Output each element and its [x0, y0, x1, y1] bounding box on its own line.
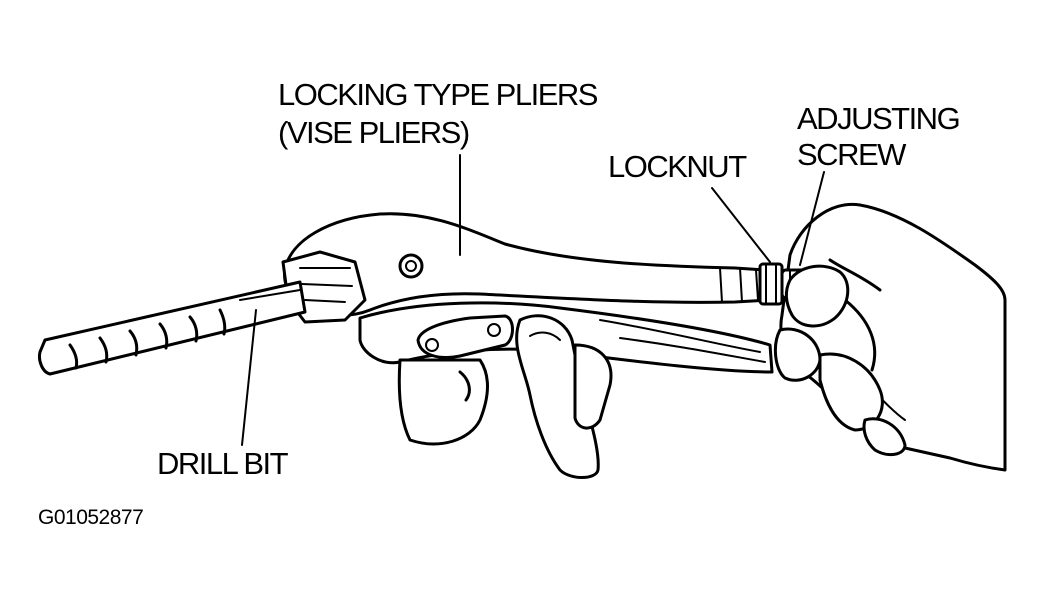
- label-drill-bit: DRILL BIT: [157, 446, 289, 481]
- label-adjusting-line1: ADJUSTING: [797, 101, 961, 136]
- figure-code: G01052877: [38, 506, 144, 529]
- release-lever: [416, 314, 514, 359]
- left-hand: [397, 314, 600, 479]
- label-adjusting-line2: SCREW: [797, 137, 906, 172]
- leader-adjusting-screw: [799, 171, 825, 266]
- drill-bit: [38, 280, 307, 376]
- leader-locknut: [711, 187, 771, 263]
- label-pliers-line2: (VISE PLIERS): [278, 115, 470, 150]
- label-locknut: LOCKNUT: [608, 149, 747, 184]
- label-pliers-line1: LOCKING TYPE PLIERS: [278, 77, 598, 112]
- left-fingers: [573, 343, 613, 430]
- leader-lines: [241, 154, 825, 446]
- right-thumb: [784, 264, 850, 328]
- leader-drill-bit: [241, 309, 257, 446]
- right-fingers: [773, 327, 907, 457]
